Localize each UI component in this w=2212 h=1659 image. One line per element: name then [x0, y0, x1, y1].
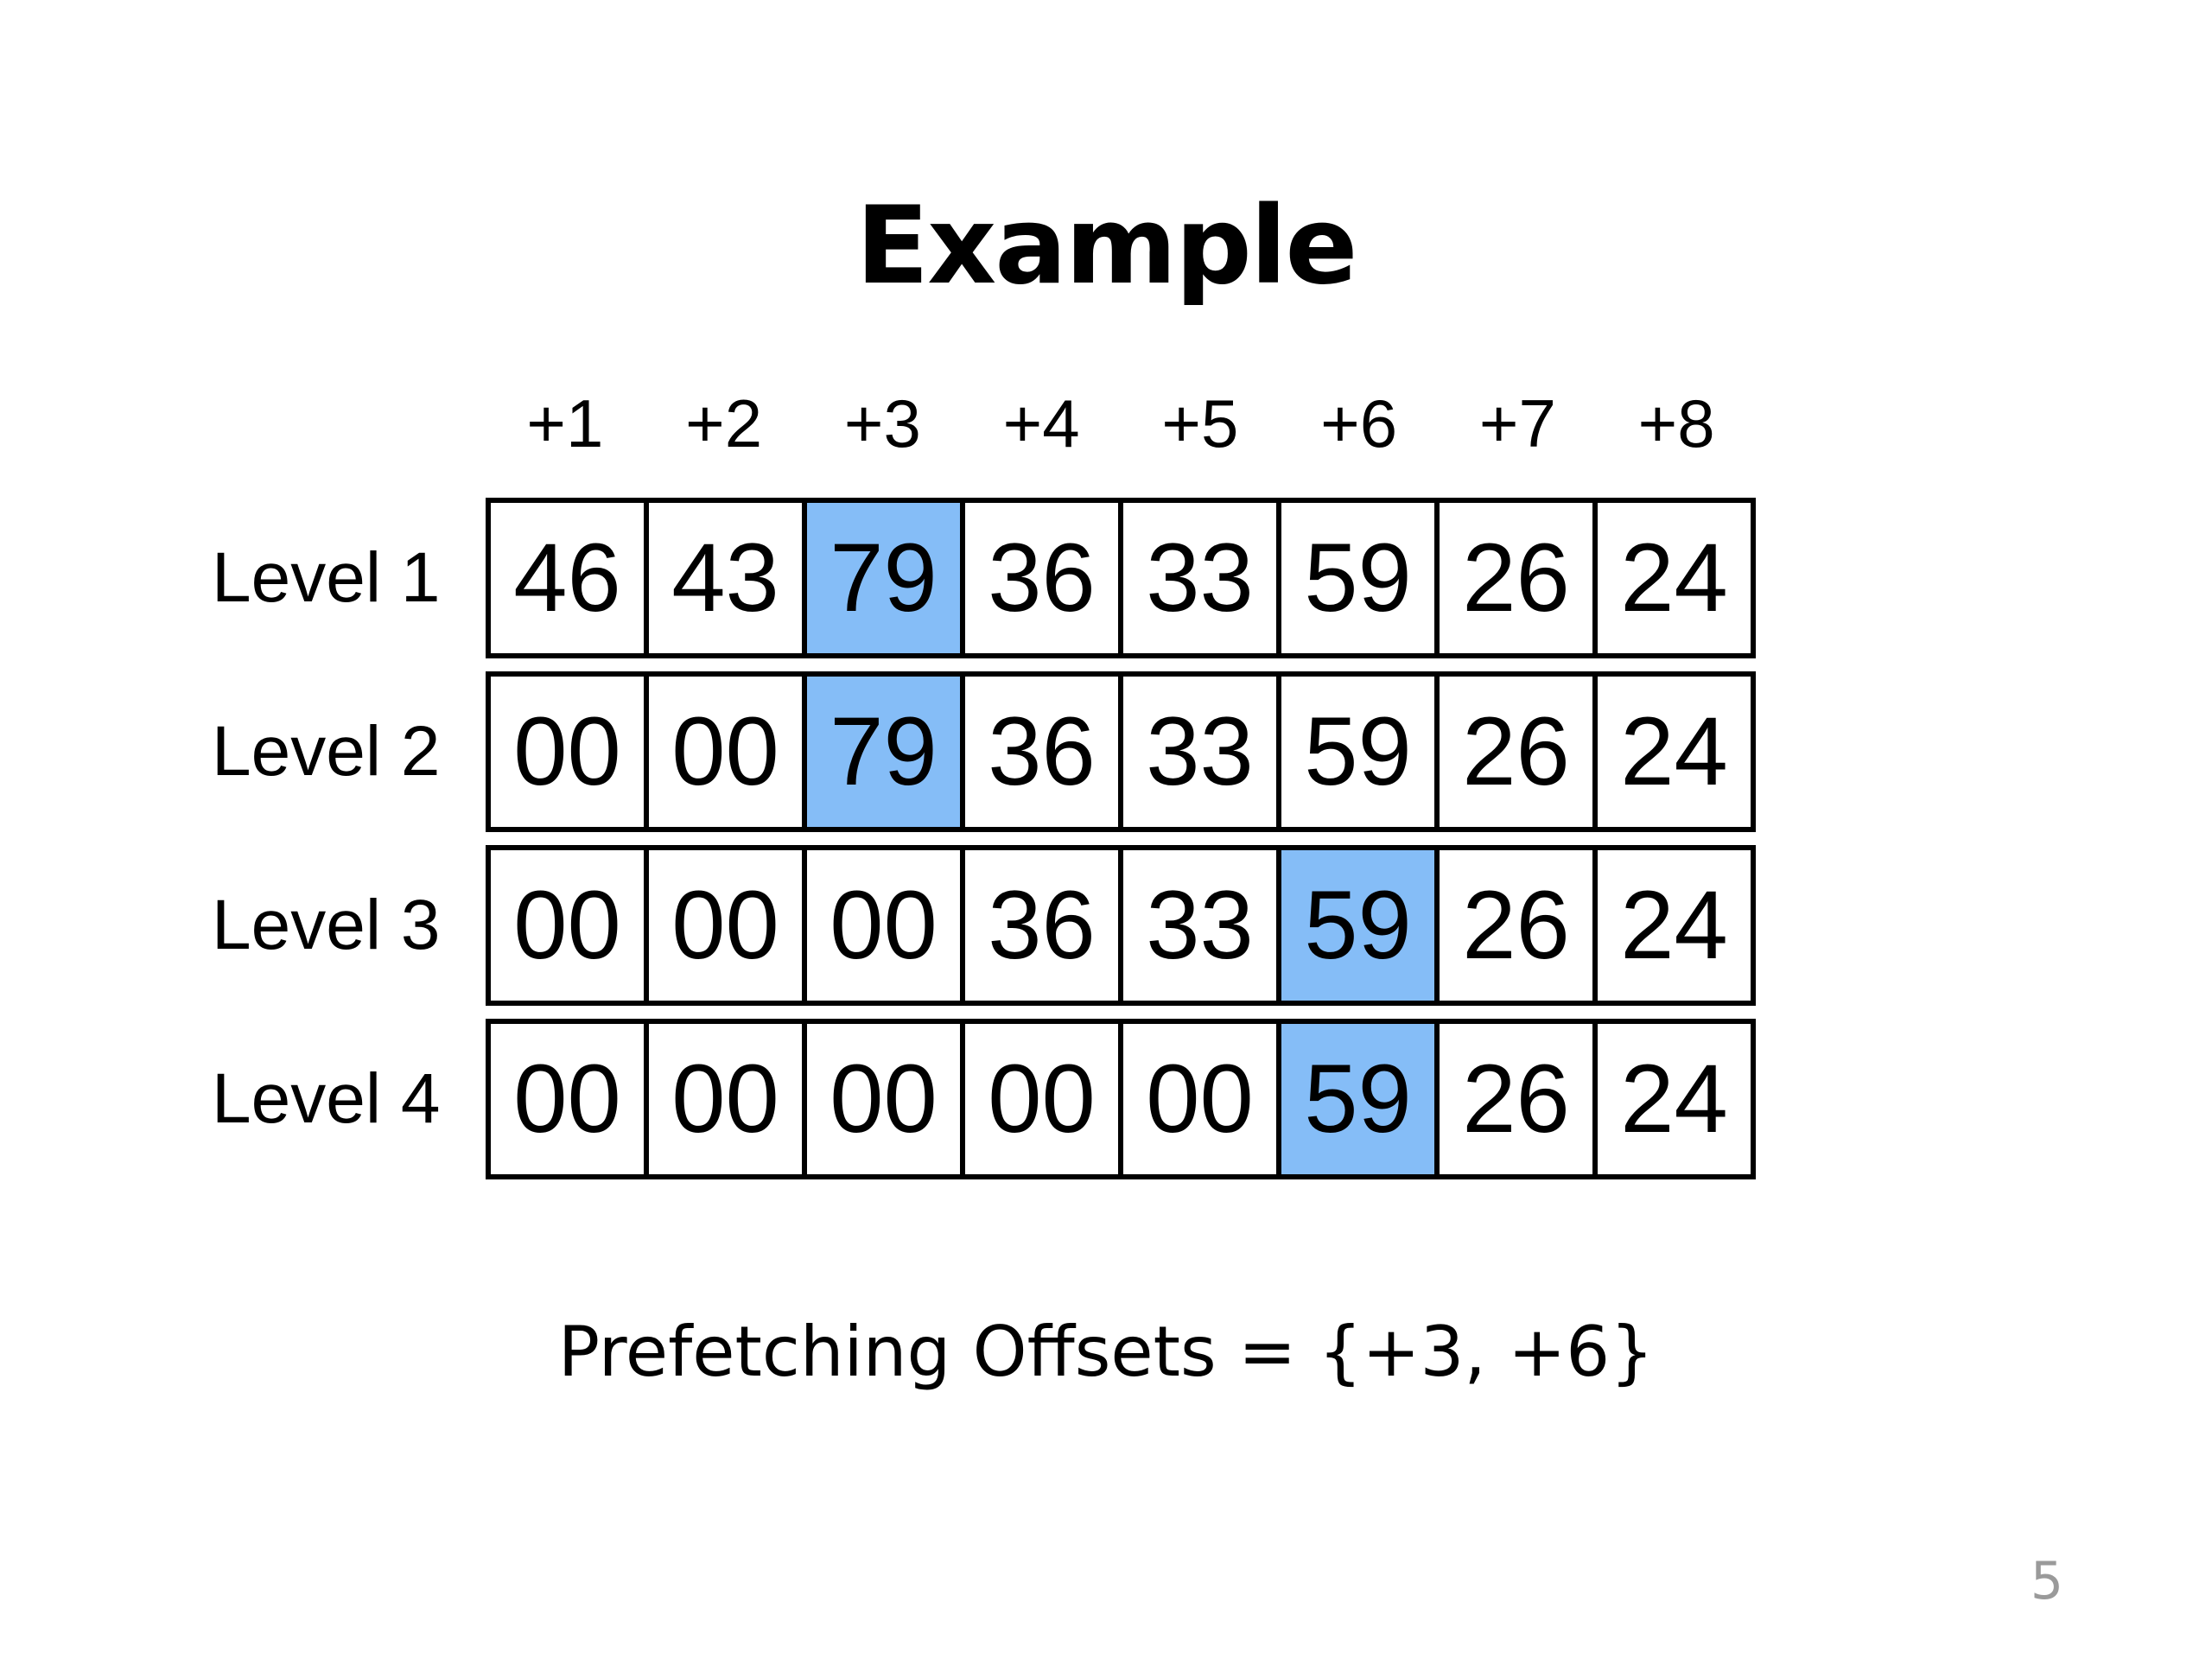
prefetching-offsets-note: Prefetching Offsets = {+3, +6} — [557, 1312, 1655, 1392]
level-label-4: Level 4 — [212, 1059, 441, 1138]
offset-label: +8 — [1637, 385, 1715, 461]
table-cell: 26 — [1440, 503, 1598, 653]
table-cell: 26 — [1440, 677, 1598, 827]
table-cell: 59 — [1281, 503, 1440, 653]
level-row-1: 46 43 79 36 33 59 26 24 — [486, 498, 1756, 658]
table-cell: 24 — [1598, 850, 1751, 1001]
slide-title: Example — [855, 184, 1358, 308]
offset-label: +3 — [843, 385, 921, 461]
table-cell: 00 — [807, 850, 965, 1001]
page-number: 5 — [2030, 1551, 2063, 1611]
table-cell: 33 — [1123, 503, 1281, 653]
table-cell: 00 — [649, 1024, 807, 1174]
offset-label: +7 — [1478, 385, 1556, 461]
table-cell: 26 — [1440, 850, 1598, 1001]
offset-label: +4 — [1002, 385, 1080, 461]
table-cell: 33 — [1123, 850, 1281, 1001]
level-row-3: 00 00 00 36 33 59 26 24 — [486, 845, 1756, 1006]
table-cell: 00 — [1123, 1024, 1281, 1174]
table-cell: 36 — [965, 677, 1123, 827]
highlighted-cell: 79 — [807, 503, 965, 653]
offset-label: +1 — [526, 385, 604, 461]
highlighted-cell: 59 — [1281, 850, 1440, 1001]
table-cell: 36 — [965, 503, 1123, 653]
table-cell: 36 — [965, 850, 1123, 1001]
level-label-1: Level 1 — [212, 538, 441, 617]
table-cell: 26 — [1440, 1024, 1598, 1174]
table-cell: 33 — [1123, 677, 1281, 827]
level-label-3: Level 3 — [212, 886, 441, 964]
table-cell: 46 — [491, 503, 649, 653]
table-cell: 24 — [1598, 503, 1751, 653]
table-cell: 43 — [649, 503, 807, 653]
level-label-2: Level 2 — [212, 712, 441, 791]
table-cell: 00 — [491, 850, 649, 1001]
level-row-2: 00 00 79 36 33 59 26 24 — [486, 671, 1756, 832]
table-cell: 00 — [965, 1024, 1123, 1174]
offset-label: +6 — [1320, 385, 1398, 461]
level-row-4: 00 00 00 00 00 59 26 24 — [486, 1019, 1756, 1179]
highlighted-cell: 59 — [1281, 1024, 1440, 1174]
highlighted-cell: 79 — [807, 677, 965, 827]
table-cell: 00 — [491, 677, 649, 827]
table-cell: 00 — [649, 677, 807, 827]
offset-label: +2 — [685, 385, 763, 461]
table-cell: 00 — [491, 1024, 649, 1174]
table-cell: 00 — [649, 850, 807, 1001]
table-cell: 59 — [1281, 677, 1440, 827]
offset-header-row: +1 +2 +3 +4 +5 +6 +7 +8 — [486, 380, 1756, 467]
offset-label: +5 — [1161, 385, 1239, 461]
table-cell: 24 — [1598, 677, 1751, 827]
table-cell: 00 — [807, 1024, 965, 1174]
table-cell: 24 — [1598, 1024, 1751, 1174]
